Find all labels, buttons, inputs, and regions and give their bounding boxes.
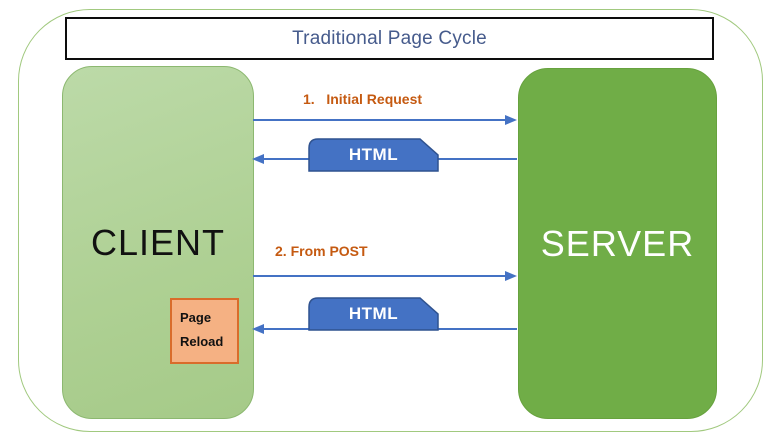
arrow-html-response-2-head-icon — [252, 324, 264, 334]
server-label: SERVER — [540, 222, 695, 264]
client-node: CLIENT — [62, 66, 254, 419]
snip-corner-rectangle-icon — [308, 138, 439, 172]
html-response-label-2: HTML — [348, 304, 399, 323]
server-node: SERVER — [518, 68, 717, 419]
step-label-initial-request: 1. Initial Request — [303, 91, 423, 107]
arrow-form-post-head-icon — [505, 271, 517, 281]
arrow-initial-request-line — [253, 119, 506, 121]
snip-corner-rectangle-icon — [308, 297, 439, 331]
page-reload-line1: Page — [180, 310, 212, 325]
outer-rounded-frame — [18, 9, 763, 432]
html-response-box-1: HTML — [308, 138, 439, 172]
page-reload-box: Page Reload — [170, 298, 239, 364]
client-label: CLIENT — [90, 221, 226, 263]
arrow-html-response-1-head-icon — [252, 154, 264, 164]
arrow-initial-request-head-icon — [505, 115, 517, 125]
step-label-form-post: 2. From POST — [275, 243, 368, 259]
html-response-label-1: HTML — [348, 145, 399, 164]
page-reload-line2: Reload — [180, 334, 224, 350]
html-response-box-2: HTML — [308, 297, 439, 331]
arrow-form-post-line — [253, 275, 506, 277]
diagram-title: Traditional Page Cycle — [292, 27, 487, 49]
diagram-title-box: Traditional Page Cycle — [65, 17, 714, 60]
